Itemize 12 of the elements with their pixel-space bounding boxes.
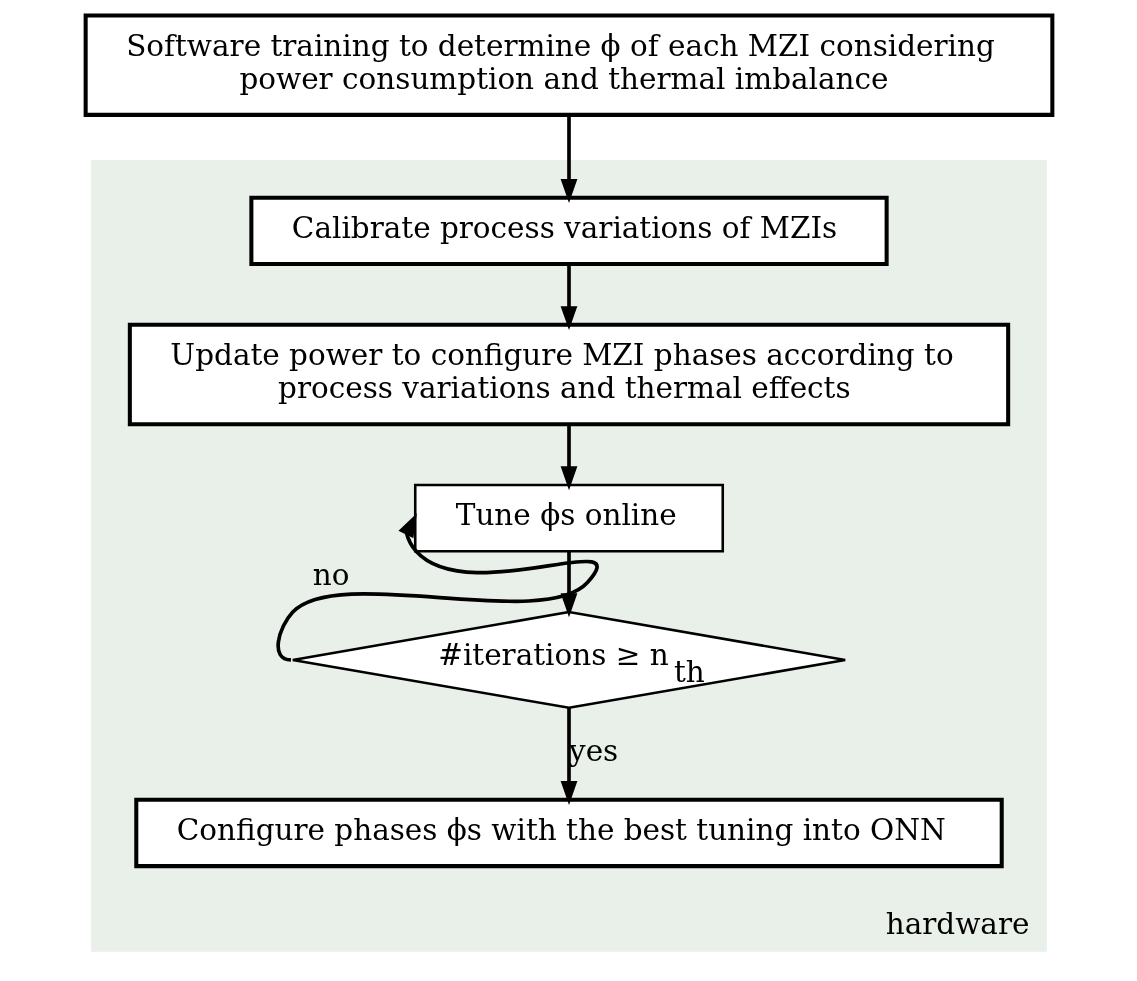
node-box: Calibrate process variations of MZIs <box>248 195 889 267</box>
arrow <box>560 708 577 805</box>
arrow <box>276 513 598 662</box>
node-box: Software training to determine ϕ of each MZI considering power consumption and thermal imbalance <box>83 13 1054 117</box>
arrow <box>560 551 577 618</box>
node-box: Update power to configure MZI phases according to process variations and thermal effects <box>127 322 1010 427</box>
node-box: Configure phases ϕs with the best tuning into ONN <box>133 797 1004 869</box>
arrow <box>560 264 577 331</box>
edge-label: no <box>312 557 349 592</box>
node-box: Tune ϕs online <box>413 483 724 553</box>
arrow <box>560 424 577 491</box>
arrow <box>560 115 577 203</box>
